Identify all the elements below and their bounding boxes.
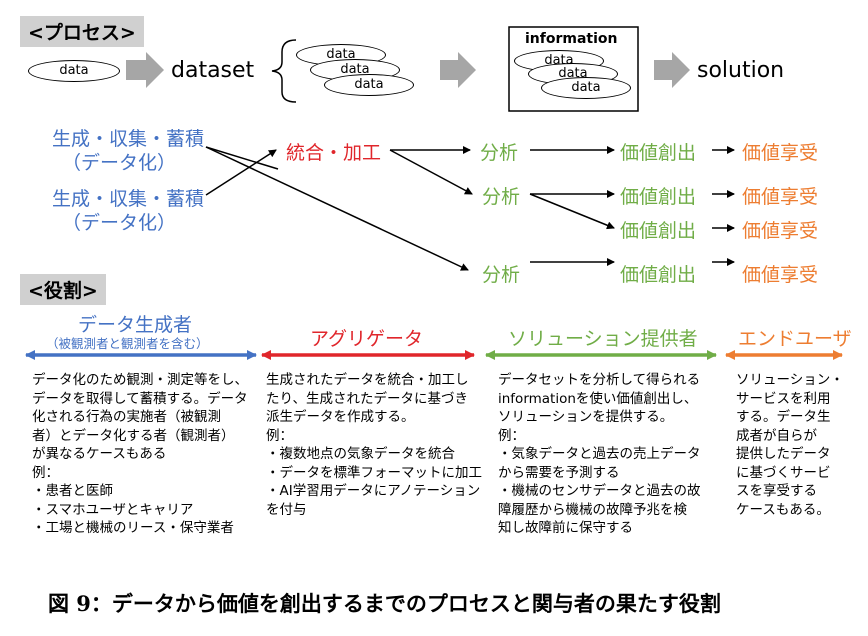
description-line: サービスを利用 (736, 390, 831, 407)
stage-integrate: 統合・加工 (286, 142, 382, 164)
description-line: 化される行為の実施者（被観測 (32, 409, 221, 425)
description-line: 障履歴から機械の故障予兆を検 (498, 501, 687, 518)
description-line: する。データ生 (736, 409, 831, 425)
description-line: informationを使い価値創出し、 (498, 390, 698, 407)
description-line: ・気象データと過去の売上データ (498, 446, 701, 462)
stage-enjoy: 価値享受 (742, 220, 819, 242)
stage-enjoy: 価値享受 (742, 264, 819, 286)
data-ellipse: data (28, 60, 120, 82)
role-title-solution-provider: ソリューション提供者 (508, 328, 698, 350)
description-line: 例： (498, 427, 525, 444)
description-line: ・複数地点の気象データを統合 (266, 446, 455, 462)
solution-label: solution (697, 58, 785, 83)
description-line: ・機械のセンサデータと過去の故 (498, 483, 701, 499)
process-connectors (205, 146, 735, 271)
stage-analyze: 分析 (482, 186, 521, 208)
stage-analyze: 分析 (480, 142, 519, 164)
description-line: 提供したデータ (736, 446, 831, 462)
description-line: 生成されたデータを統合・加工し (266, 372, 469, 388)
description-line: データ化のため観測・測定等をし、 (32, 372, 248, 388)
stage-enjoy: 価値享受 (742, 186, 819, 208)
dataset-label: dataset (171, 58, 255, 83)
description-line: ソリューション・ (736, 372, 844, 388)
role-description-solution-provider: データセットを分析して得られる informationを使い価値創出し、 ソリュ… (498, 371, 701, 538)
description-line: を付与 (266, 501, 307, 518)
role-title-end-user: エンドユーザ (738, 328, 852, 350)
stage-datafy: （データ化） (62, 152, 177, 174)
description-line: 者）とデータ化する者（観測者） (32, 427, 235, 444)
stage-create: 価値創出 (620, 220, 697, 242)
data-ellipse: data (324, 74, 414, 96)
description-line: ケースもある。 (736, 501, 830, 518)
data-ellipse: data (541, 77, 631, 99)
description-line: 成者が自らが (736, 427, 817, 444)
figure-caption: 図 9：データから価値を創出するまでのプロセスと関与者の果たす役割 (48, 591, 721, 616)
description-line: に基づくサービ (736, 464, 831, 481)
stage-datafy: （データ化） (62, 212, 177, 234)
description-line: 例： (266, 427, 293, 444)
process-section-label: <プロセス> (20, 16, 144, 47)
brace (271, 39, 297, 103)
description-line: から需要を予測する (498, 464, 620, 481)
gray-flow-arrow (654, 52, 690, 88)
stage-create: 価値創出 (620, 264, 697, 286)
description-line: 知し故障前に保守する (498, 520, 633, 536)
role-description-end-user: ソリューション・ サービスを利用 する。データ生 成者が自らが 提供したデータ … (736, 371, 844, 519)
description-line: データを取得して蓄積する。データ (32, 390, 248, 407)
description-line: ・スマホユーザとキャリア (32, 501, 194, 518)
role-description-aggregator: 生成されたデータを統合・加工し たり、生成されたデータに基づき 派生データを作成… (266, 371, 482, 519)
role-subtitle-data-generator: （被観測者と観測者を含む） (46, 336, 209, 351)
description-line: スを享受する (736, 483, 817, 499)
gray-flow-arrow (440, 52, 476, 88)
description-line: たり、生成されたデータに基づき (266, 390, 468, 407)
stage-collect: 生成・収集・蓄積 (52, 128, 205, 150)
information-box (508, 26, 639, 112)
description-line: データセットを分析して得られる (498, 372, 701, 388)
roles-section-label: <役割> (20, 274, 106, 305)
description-line: 例： (32, 464, 59, 481)
role-title-data-generator: データ生成者 (78, 314, 193, 336)
stage-create: 価値創出 (620, 186, 697, 208)
description-line: ・データを標準フォーマットに加工 (266, 464, 482, 481)
stage-analyze: 分析 (482, 264, 521, 286)
description-line: ソリューションを提供する。 (498, 409, 674, 425)
role-title-aggregator: アグリゲータ (310, 328, 424, 350)
role-description-data-generator: データ化のため観測・測定等をし、 データを取得して蓄積する。データ 化される行為… (32, 371, 248, 538)
description-line: が異なるケースもある (32, 446, 167, 462)
stage-enjoy: 価値享受 (742, 142, 819, 164)
description-line: 派生データを作成する。 (266, 409, 415, 425)
stage-collect: 生成・収集・蓄積 (52, 188, 205, 210)
description-line: ・患者と医師 (32, 483, 113, 499)
description-line: ・工場と機械のリース・保守業者 (32, 520, 234, 536)
description-line: ・AI学習用データにアノテーション (266, 483, 481, 499)
gray-flow-arrow (126, 52, 164, 88)
information-label: information (525, 31, 618, 47)
stage-create: 価値創出 (620, 142, 697, 164)
